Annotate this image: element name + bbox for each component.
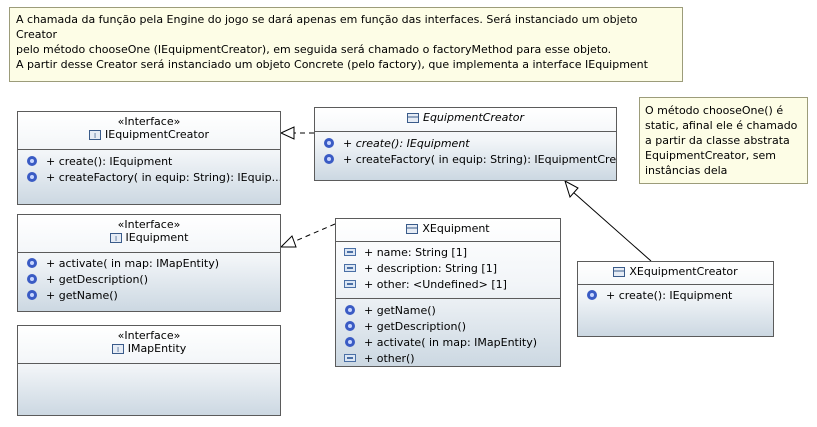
attribute-row[interactable]: + other: <Undefined> [1] xyxy=(336,276,560,292)
operation-row[interactable]: + createFactory( in equip: String): IEqu… xyxy=(18,169,280,185)
operation-row[interactable]: + create(): IEquipment xyxy=(578,287,773,303)
operation-label: + createFactory( in equip: String): IEqu… xyxy=(343,152,616,166)
operation-label: + create(): IEquipment xyxy=(606,288,733,302)
note-side-line: static, afinal ele é chamado xyxy=(645,119,798,132)
attribute-label: + description: String [1] xyxy=(364,261,497,275)
operation-label: + create(): IEquipment xyxy=(46,154,173,168)
svg-text:I: I xyxy=(117,346,119,354)
operation-label: + getDescription() xyxy=(46,272,149,286)
realization-xequipment-to-iequipment xyxy=(292,223,336,243)
attribute-row[interactable]: + name: String [1] xyxy=(336,244,560,260)
attribute-icon xyxy=(344,280,356,288)
note-side-line: EquipmentCreator, sem xyxy=(645,149,776,162)
operation-icon xyxy=(345,305,355,315)
operation-icon xyxy=(587,290,597,300)
note-side-line: a partir da classe abstrata xyxy=(645,134,790,147)
operation-row[interactable]: + create(): IEquipment xyxy=(18,153,280,169)
stereotype-label: «Interface» xyxy=(117,218,181,231)
svg-text:I: I xyxy=(94,132,96,140)
operation-label: + activate( in map: IMapEntity) xyxy=(46,256,220,270)
operation-row[interactable]: + create(): IEquipment xyxy=(315,135,616,151)
operation-icon xyxy=(345,337,355,347)
class-name: IEquipmentCreator xyxy=(105,128,209,141)
note-top-line: A partir desse Creator será instanciado … xyxy=(16,58,648,71)
attribute-row[interactable]: + description: String [1] xyxy=(336,260,560,276)
note-side: O método chooseOne() é static, afinal el… xyxy=(639,97,808,184)
operation-row[interactable]: + getDescription() xyxy=(336,318,560,334)
operation-row[interactable]: + getDescription() xyxy=(18,271,280,287)
attribute-label: + other: <Undefined> [1] xyxy=(364,277,507,291)
operation-label: + getDescription() xyxy=(364,319,467,333)
generalization-xequipmentcreator-to-equipmentcreator xyxy=(572,191,652,262)
class-equipmentcreator[interactable]: EquipmentCreator + create(): IEquipment … xyxy=(314,107,617,181)
operation-label: + activate( in map: IMapEntity) xyxy=(364,335,538,349)
stereotype-label: «Interface» xyxy=(117,115,181,128)
operation-icon xyxy=(345,321,355,331)
realization-arrowhead xyxy=(279,126,295,140)
note-top-line: pelo método chooseOne (IEquipmentCreator… xyxy=(16,43,612,56)
note-side-line: O método chooseOne() é xyxy=(645,104,784,117)
interface-icon: I xyxy=(109,232,122,243)
note-side-line: instâncias dela xyxy=(645,164,728,177)
class-icon xyxy=(407,112,419,123)
operation-row[interactable]: + getName() xyxy=(336,302,560,318)
operation-label: + create(): IEquipment xyxy=(343,136,470,150)
operation-label: + createFactory( in equip: String): IEqu… xyxy=(46,170,280,184)
class-icon xyxy=(613,266,626,277)
operation-icon xyxy=(324,154,334,164)
class-name: XEquipment xyxy=(422,222,490,235)
realization-arrowhead xyxy=(279,235,297,248)
operation-icon xyxy=(27,274,37,284)
class-iequipment[interactable]: «Interface» I IEquipment + activate( in … xyxy=(17,214,281,312)
interface-icon: I xyxy=(89,129,101,140)
operation-icon xyxy=(27,172,37,182)
operation-row[interactable]: + other() xyxy=(336,350,560,366)
operation-label: + other() xyxy=(364,351,415,365)
attribute-icon xyxy=(344,248,356,256)
class-name: IEquipment xyxy=(125,231,189,244)
operation-icon xyxy=(324,138,334,148)
operation-row[interactable]: + createFactory( in equip: String): IEqu… xyxy=(315,151,616,167)
operation-icon xyxy=(27,258,37,268)
attribute-icon xyxy=(344,264,356,272)
class-imapentity[interactable]: «Interface» I IMapEntity xyxy=(17,325,281,416)
note-top: A chamada da função pela Engine do jogo … xyxy=(9,7,683,82)
svg-text:I: I xyxy=(114,235,116,243)
operation-private-icon xyxy=(344,354,356,362)
class-name: EquipmentCreator xyxy=(423,111,524,124)
interface-icon: I xyxy=(111,343,124,354)
class-xequipment[interactable]: XEquipment + name: String [1] + descript… xyxy=(335,218,561,367)
operation-row[interactable]: + activate( in map: IMapEntity) xyxy=(18,255,280,271)
operation-icon xyxy=(27,156,37,166)
operation-label: + getName() xyxy=(46,288,118,302)
operation-icon xyxy=(27,290,37,300)
operation-label: + getName() xyxy=(364,303,436,317)
class-name: IMapEntity xyxy=(127,342,187,355)
class-icon xyxy=(406,223,419,234)
class-name: XEquipmentCreator xyxy=(629,265,738,278)
note-top-line: A chamada da função pela Engine do jogo … xyxy=(16,13,638,41)
class-xequipmentcreator[interactable]: XEquipmentCreator + create(): IEquipment xyxy=(577,261,774,337)
class-iequipmentcreator[interactable]: «Interface» I IEquipmentCreator + create… xyxy=(17,111,281,205)
stereotype-label: «Interface» xyxy=(117,329,181,342)
attribute-label: + name: String [1] xyxy=(364,245,468,259)
generalization-arrowhead xyxy=(564,179,579,198)
operation-row[interactable]: + activate( in map: IMapEntity) xyxy=(336,334,560,350)
operation-row[interactable]: + getName() xyxy=(18,287,280,303)
